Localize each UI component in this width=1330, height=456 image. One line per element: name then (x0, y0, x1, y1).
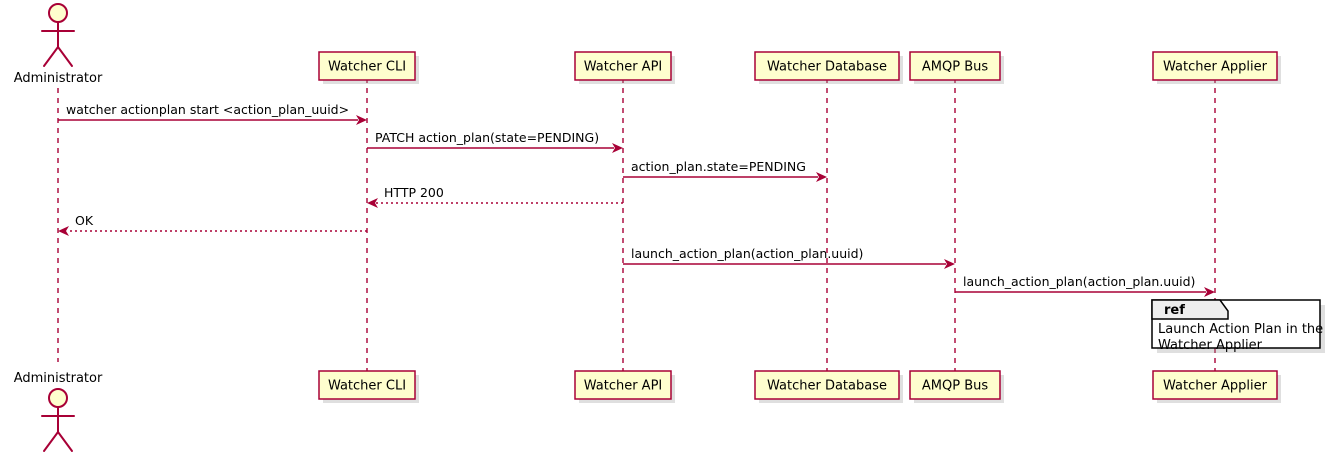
message-arrowhead (1204, 287, 1215, 297)
participant-watcher-api-top[interactable]: Watcher API (574, 51, 675, 84)
actor-head-icon (48, 388, 68, 408)
actor-label-administrator: Administrator (14, 71, 103, 86)
message-3-watcher-api-to-watcher-database[interactable]: action_plan.state=PENDING (623, 159, 827, 182)
participant-box (754, 51, 900, 81)
message-arrowhead (612, 143, 623, 153)
message-label: HTTP 200 (384, 185, 444, 200)
ref-tab-label: ref (1164, 303, 1185, 318)
participant-box (754, 370, 900, 400)
message-label: watcher actionplan start <action_plan_uu… (66, 102, 349, 117)
message-7-amqp-bus-to-watcher-applier[interactable]: launch_action_plan(action_plan.uuid) (955, 274, 1215, 297)
participant-box (909, 370, 1001, 400)
participant-watcher-api-bottom[interactable]: Watcher API (574, 370, 675, 403)
message-6-watcher-api-to-amqp-bus[interactable]: launch_action_plan(action_plan.uuid) (623, 246, 955, 269)
message-arrowhead (356, 115, 367, 125)
participant-box (1152, 370, 1278, 400)
participant-label-amqp-bus: AMQP Bus (922, 379, 988, 394)
actor-leg-right (57, 46, 73, 67)
participant-amqp-bus-top[interactable]: AMQP Bus (909, 51, 1004, 84)
actor-leg-left (43, 431, 59, 452)
message-2-watcher-cli-to-watcher-api[interactable]: PATCH action_plan(state=PENDING) (367, 130, 623, 153)
participant-watcher-applier-bottom[interactable]: Watcher Applier (1152, 370, 1281, 403)
message-arrowhead (944, 259, 955, 269)
actor-leg-left (43, 46, 59, 67)
participant-watcher-database-top[interactable]: Watcher Database (754, 51, 903, 84)
message-arrowhead (58, 226, 69, 236)
participant-label-watcher-applier: Watcher Applier (1163, 379, 1268, 394)
ref-text-line: Watcher Applier (1158, 338, 1263, 353)
participant-label-watcher-applier: Watcher Applier (1163, 60, 1268, 75)
actor-head-icon (48, 3, 68, 23)
participant-watcher-cli-bottom[interactable]: Watcher CLI (318, 370, 419, 403)
actor-leg-right (57, 431, 73, 452)
participant-label-watcher-api: Watcher API (584, 60, 663, 75)
message-label: launch_action_plan(action_plan.uuid) (631, 246, 863, 261)
actor-administrator-bottom[interactable]: Administrator (14, 371, 103, 452)
participant-label-watcher-database: Watcher Database (767, 60, 887, 75)
participant-watcher-cli-top[interactable]: Watcher CLI (318, 51, 419, 84)
participant-label-watcher-cli: Watcher CLI (328, 60, 406, 75)
message-5-watcher-cli-to-administrator[interactable]: OK (58, 213, 367, 236)
message-arrowhead (367, 198, 378, 208)
message-label: launch_action_plan(action_plan.uuid) (963, 274, 1195, 289)
participant-label-amqp-bus: AMQP Bus (922, 60, 988, 75)
participant-amqp-bus-bottom[interactable]: AMQP Bus (909, 370, 1004, 403)
actor-label-administrator: Administrator (14, 371, 103, 386)
participant-box (574, 51, 672, 81)
participant-box (318, 370, 416, 400)
ref-tab (1151, 299, 1229, 320)
message-arrowhead (816, 172, 827, 182)
participant-box (1152, 51, 1278, 81)
participant-box (909, 51, 1001, 81)
participant-watcher-applier-top[interactable]: Watcher Applier (1152, 51, 1281, 84)
ref-text-line: Launch Action Plan in the (1158, 322, 1323, 337)
lifelines-layer (57, 78, 1216, 372)
participant-label-watcher-api: Watcher API (584, 379, 663, 394)
participant-label-watcher-cli: Watcher CLI (328, 379, 406, 394)
message-4-watcher-api-to-watcher-cli[interactable]: HTTP 200 (367, 185, 623, 208)
message-label: PATCH action_plan(state=PENDING) (375, 130, 599, 145)
participant-box (574, 370, 672, 400)
participant-box (318, 51, 416, 81)
message-1-administrator-to-watcher-cli[interactable]: watcher actionplan start <action_plan_uu… (58, 102, 367, 125)
message-label: OK (75, 213, 94, 228)
participant-watcher-database-bottom[interactable]: Watcher Database (754, 370, 903, 403)
messages-layer: watcher actionplan start <action_plan_uu… (58, 102, 1215, 297)
participant-label-watcher-database: Watcher Database (767, 379, 887, 394)
message-label: action_plan.state=PENDING (631, 159, 806, 174)
actor-administrator-top[interactable]: Administrator (14, 3, 103, 86)
